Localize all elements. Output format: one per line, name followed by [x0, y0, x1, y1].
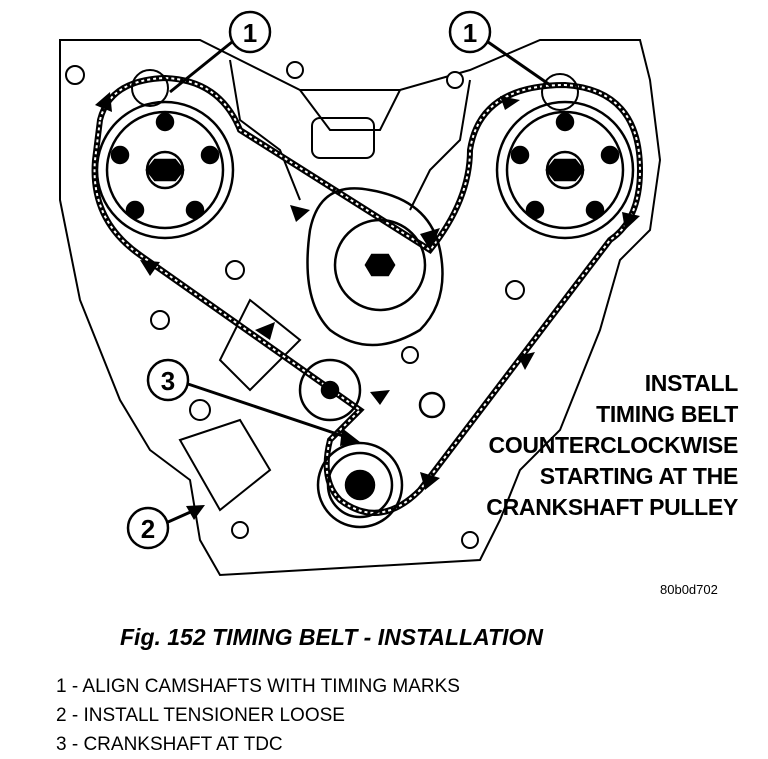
- timing-belt: [91, 74, 644, 516]
- callout-2: 2: [126, 505, 205, 550]
- svg-text:1: 1: [243, 18, 257, 48]
- note-line: TIMING BELT: [596, 401, 738, 427]
- note-line: COUNTERCLOCKWISE: [488, 432, 739, 458]
- callout-3: 3: [146, 358, 360, 446]
- belt-direction-arrows: [95, 92, 640, 490]
- callout-left-1: 1: [131, 10, 272, 107]
- note-line: STARTING AT THE: [539, 463, 739, 489]
- installation-note: INSTALL TIMING BELT COUNTERCLOCKWISE STA…: [486, 368, 738, 523]
- svg-text:1: 1: [463, 18, 477, 48]
- legend: 1 - ALIGN CAMSHAFTS WITH TIMING MARKS 2 …: [56, 672, 460, 759]
- figure-caption: Fig. 152 TIMING BELT - INSTALLATION: [120, 624, 543, 650]
- legend-item: 1 - ALIGN CAMSHAFTS WITH TIMING MARKS: [56, 676, 460, 697]
- note-line: CRANKSHAFT PULLEY: [486, 494, 738, 520]
- callout-right-1: 1: [448, 10, 579, 111]
- water-pump: [306, 187, 444, 347]
- legend-item: 2 - INSTALL TENSIONER LOOSE: [56, 705, 345, 726]
- tensioner-pulley: [418, 391, 446, 419]
- legend-item: 3 - CRANKSHAFT AT TDC: [56, 734, 283, 755]
- note-line: INSTALL: [644, 370, 739, 396]
- timing-belt-diagram: 1 1 3 2: [59, 10, 662, 577]
- bolts: [65, 61, 525, 549]
- engine-block-outline: [59, 39, 662, 577]
- figure-id: 80b0d702: [660, 582, 718, 597]
- idler-pulley: [298, 358, 362, 422]
- right-camshaft-sprocket: [495, 100, 635, 240]
- svg-text:2: 2: [141, 514, 155, 544]
- svg-text:3: 3: [161, 366, 175, 396]
- crankshaft-pulley: [316, 441, 404, 529]
- left-camshaft-sprocket: [95, 100, 235, 240]
